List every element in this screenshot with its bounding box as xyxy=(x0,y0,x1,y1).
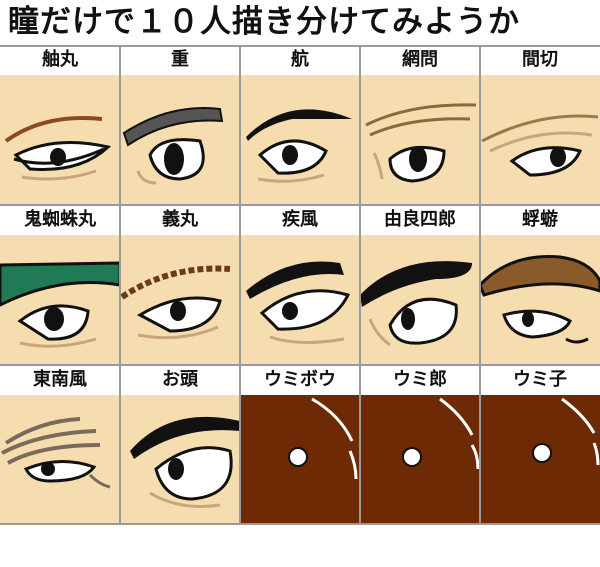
eye-cell: 疾風 xyxy=(240,205,360,365)
grid-divider xyxy=(119,45,121,525)
grid-divider xyxy=(239,45,241,525)
eye-cell: 東南風 xyxy=(0,365,120,525)
character-name: 東南風 xyxy=(0,365,120,395)
character-name: 航 xyxy=(240,45,360,75)
grid-divider xyxy=(479,45,481,525)
character-name: 網問 xyxy=(360,45,480,75)
eye-cell: ウミボウ xyxy=(240,365,360,525)
character-name: 義丸 xyxy=(120,205,240,235)
eye-cell: ウミ子 xyxy=(480,365,600,525)
character-name: ウミ郎 xyxy=(360,365,480,395)
character-name: ウミボウ xyxy=(240,365,360,395)
eye-cell: 蜉蝣 xyxy=(480,205,600,365)
eye-cell: 重 xyxy=(120,45,240,205)
narrow-eye-icon xyxy=(0,75,120,205)
grid-divider xyxy=(0,364,600,366)
squint-eye-icon xyxy=(0,395,120,525)
eye-grid: 舳丸 重 航 網問 xyxy=(0,45,600,525)
eye-cell: 義丸 xyxy=(120,205,240,365)
character-name: 鬼蜘蛛丸 xyxy=(0,205,120,235)
eye-cell: 間切 xyxy=(480,45,600,205)
capped-eye-icon xyxy=(0,235,120,365)
eye-cell: 航 xyxy=(240,45,360,205)
thick-brow-eye-icon xyxy=(240,75,360,205)
round-eye-icon xyxy=(120,75,240,205)
character-name: 舳丸 xyxy=(0,45,120,75)
character-name: ウミ子 xyxy=(480,365,600,395)
sea-creature-eye-icon xyxy=(360,395,480,525)
side-eye-icon xyxy=(120,395,240,525)
character-name: 間切 xyxy=(480,45,600,75)
eye-cell: ウミ郎 xyxy=(360,365,480,525)
sly-eye-icon xyxy=(480,75,600,205)
character-name: 蜉蝣 xyxy=(480,205,600,235)
page-title: 瞳だけで１０人描き分けてみようか xyxy=(8,4,520,40)
eye-cell: 網問 xyxy=(360,45,480,205)
sea-creature-eye-icon xyxy=(240,395,360,525)
character-name: お頭 xyxy=(120,365,240,395)
grid-divider xyxy=(0,523,600,525)
eye-cell: 鬼蜘蛛丸 xyxy=(0,205,120,365)
character-name: 重 xyxy=(120,45,240,75)
eye-cell: 由良四郎 xyxy=(360,205,480,365)
grid-divider xyxy=(0,204,600,206)
grid-divider xyxy=(0,45,600,47)
character-name: 由良四郎 xyxy=(360,205,480,235)
eye-cell: 舳丸 xyxy=(0,45,120,205)
bandana-eye-icon xyxy=(360,235,480,365)
furrowed-eye-icon xyxy=(360,75,480,205)
eye-cell: お頭 xyxy=(120,365,240,525)
sea-creature-eye-icon xyxy=(480,395,600,525)
hat-eye-icon xyxy=(480,235,600,365)
grid-divider xyxy=(359,45,361,525)
hairy-brow-eye-icon xyxy=(120,235,240,365)
character-name: 疾風 xyxy=(240,205,360,235)
fierce-eye-icon xyxy=(240,235,360,365)
